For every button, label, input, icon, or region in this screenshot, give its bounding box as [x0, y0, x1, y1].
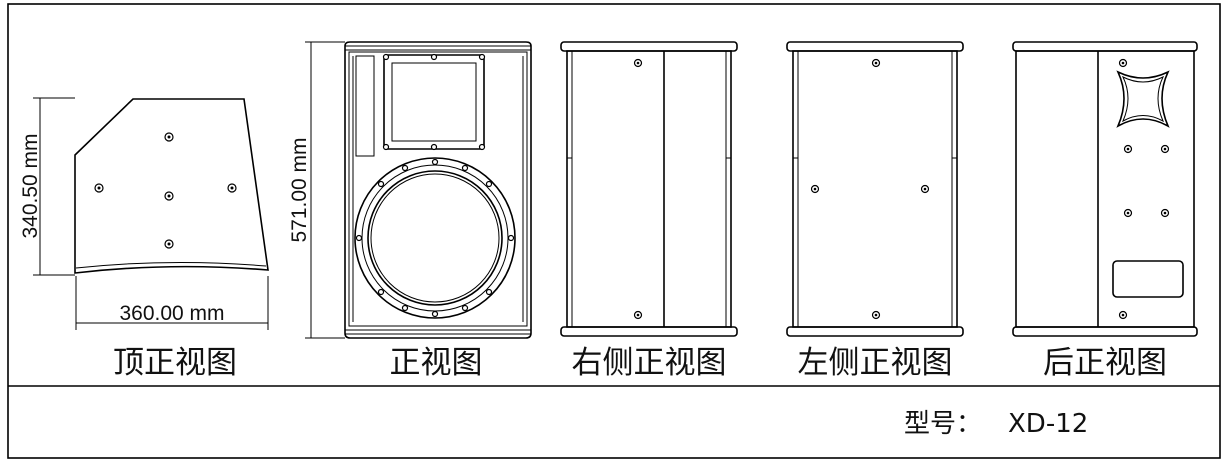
- front-cabinet-outline: [344, 41, 532, 339]
- woofer-ring: [354, 157, 516, 319]
- caption-left-side-view: 左侧正视图: [798, 345, 953, 381]
- top-view: 340.50 mm 360.00 mm: [19, 97, 269, 330]
- back-view: [1012, 41, 1198, 337]
- top-width-dimension: 360.00 mm: [119, 302, 224, 325]
- caption-right-side-view: 右侧正视图: [572, 345, 727, 381]
- front-height-dimension: 571.00 mm: [288, 137, 311, 242]
- caption-front-view: 正视图: [390, 345, 483, 381]
- right-side-view: [560, 41, 738, 337]
- sheet-frame: [7, 3, 1221, 459]
- caption-back-view: 后正视图: [1043, 345, 1167, 381]
- front-view: 571.00 mm: [288, 41, 532, 339]
- front-height-dimension-line: [305, 41, 345, 339]
- top-depth-dimension: 340.50 mm: [19, 133, 42, 238]
- top-width-dimension-line: [75, 276, 269, 330]
- top-view-outline: [74, 98, 269, 274]
- top-depth-dimension-line: [33, 97, 75, 276]
- model-label: 型号：: [904, 409, 982, 439]
- left-side-view: [786, 41, 964, 337]
- caption-top-view: 顶正视图: [113, 345, 237, 381]
- back-screw-holes: [1118, 58, 1170, 320]
- front-port-slot: [355, 55, 375, 157]
- horn-flange: [382, 53, 486, 151]
- back-terminal-plate: [1112, 260, 1184, 298]
- top-view-screw-holes: [94, 132, 237, 249]
- model-value: XD-12: [1008, 409, 1088, 439]
- back-handle-recess: [1116, 70, 1170, 128]
